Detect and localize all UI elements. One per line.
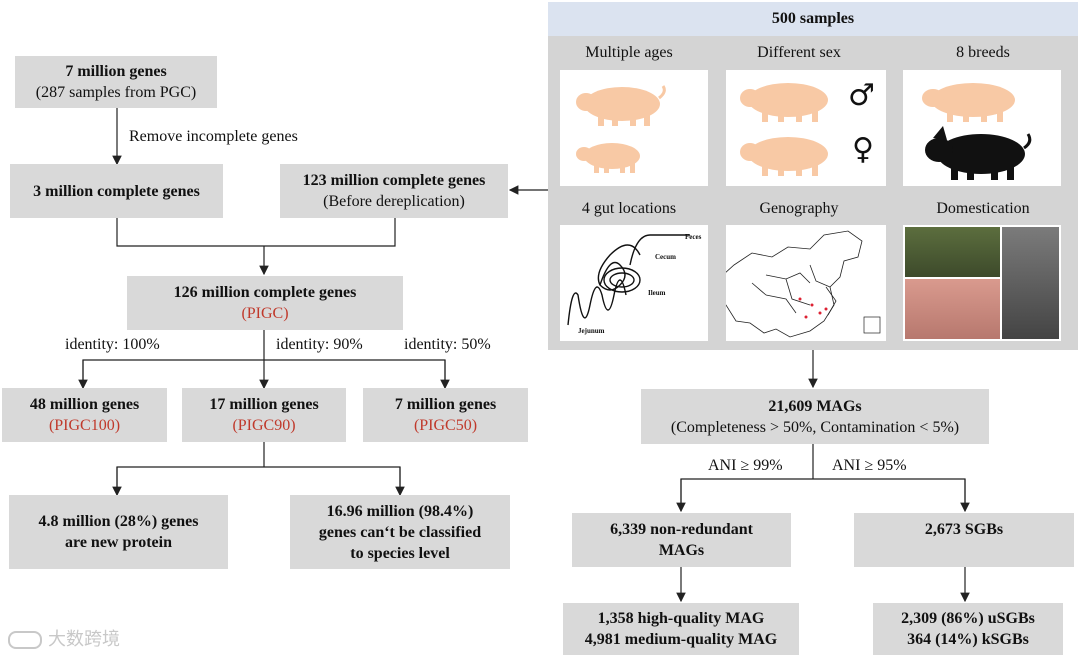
mags-criteria: (Completeness > 50%, Contamination < 5%) xyxy=(670,418,960,436)
photo-piglets-pen xyxy=(1002,227,1059,339)
pigc-title: 126 million complete genes xyxy=(173,284,357,301)
panel-title-breeds: 8 breeds xyxy=(956,44,1010,61)
pigc50-subtitle: (PIGC50) xyxy=(413,417,478,434)
samples-title: 500 samples xyxy=(548,2,1078,36)
mags-title: 21,609 MAGs xyxy=(768,397,862,415)
unclassified-box: 16.96 million (98.4%) genes can‘t be cla… xyxy=(290,495,510,569)
total-genes-subtitle: (287 samples from PGC) xyxy=(35,84,197,101)
pigc100-box: 48 million genes (PIGC100) xyxy=(2,388,167,442)
complete-genes-title: 3 million complete genes xyxy=(33,182,200,200)
before-dereplication-title: 123 million complete genes xyxy=(302,172,486,189)
panel-title-sex: Different sex xyxy=(757,44,841,61)
panel-title-gut: 4 gut locations xyxy=(581,200,677,217)
new-protein-line1: 4.8 million (28%) genes xyxy=(38,513,199,530)
watermark-text: 大数跨境 xyxy=(48,629,120,650)
before-dereplication-box: 123 million complete genes (Before derep… xyxy=(280,164,508,218)
medium-quality-line: 4,981 medium-quality MAG xyxy=(584,631,778,648)
pigc-box: 126 million complete genes (PIGC) xyxy=(127,276,403,330)
ani-95-label: ANI ≥ 95% xyxy=(832,457,907,474)
gut-label-cecum: Cecum xyxy=(655,253,676,261)
pigc100-title: 48 million genes xyxy=(29,396,140,413)
high-quality-line: 1,358 high-quality MAG xyxy=(597,610,765,627)
unclassified-line1: 16.96 million (98.4%) xyxy=(326,502,474,520)
new-protein-box: 4.8 million (28%) genes are new protein xyxy=(9,495,228,569)
sgbs-title: 2,673 SGBs xyxy=(924,521,1004,538)
male-symbol: ♂ xyxy=(848,78,875,113)
new-protein-line2: are new protein xyxy=(65,534,172,551)
gut-label-jejunum: Jejunum xyxy=(578,327,605,335)
total-genes-box: 7 million genes (287 samples from PGC) xyxy=(15,56,217,108)
ani-99-label: ANI ≥ 99% xyxy=(708,457,783,474)
watermark-logo-icon xyxy=(8,631,42,649)
samples-panel: 500 samples Multiple ages Different sex … xyxy=(548,2,1078,350)
gut-label-feces: Feces xyxy=(685,233,702,241)
non-redundant-line1: 6,339 non-redundant xyxy=(610,521,753,538)
panel-title-ages: Multiple ages xyxy=(585,44,673,61)
identity-90-label: identity: 90% xyxy=(276,336,363,353)
unclassified-line3: to species level xyxy=(350,544,450,562)
watermark: 大数跨境 xyxy=(8,625,120,651)
unclassified-line2: genes can‘t be classified xyxy=(318,523,482,541)
panel-title-genography: Genography xyxy=(759,200,839,217)
sex-image: ♂ ♀ xyxy=(726,70,886,186)
breeds-image xyxy=(903,70,1061,186)
non-redundant-mags-box: 6,339 non-redundant MAGs xyxy=(572,513,791,567)
female-symbol: ♀ xyxy=(852,132,874,167)
mags-box: 21,609 MAGs (Completeness > 50%, Contami… xyxy=(641,389,989,444)
photo-wild-pig xyxy=(905,227,1000,277)
photo-nursing-piglets xyxy=(905,279,1000,339)
sgbs-box: 2,673 SGBs xyxy=(854,513,1074,567)
pigc50-box: 7 million genes (PIGC50) xyxy=(363,388,528,442)
non-redundant-line2: MAGs xyxy=(658,542,705,559)
identity-50-label: identity: 50% xyxy=(404,336,491,353)
complete-genes-box: 3 million complete genes xyxy=(10,164,223,218)
ages-image xyxy=(560,70,708,186)
identity-100-label: identity: 100% xyxy=(65,336,160,353)
ksgb-line: 364 (14%) kSGBs xyxy=(907,631,1029,648)
panel-title-domestication: Domestication xyxy=(936,200,1030,217)
pigc100-subtitle: (PIGC100) xyxy=(48,417,121,434)
pigc90-subtitle: (PIGC90) xyxy=(232,417,296,434)
gut-locations-image: Feces Cecum Ileum Jejunum xyxy=(560,225,708,341)
before-dereplication-subtitle: (Before dereplication) xyxy=(323,193,465,210)
usgb-line: 2,309 (86%) uSGBs xyxy=(901,610,1035,627)
pigc90-box: 17 million genes (PIGC90) xyxy=(182,388,346,442)
remove-incomplete-label: Remove incomplete genes xyxy=(129,128,298,145)
total-genes-title: 7 million genes xyxy=(65,63,167,80)
pigc-subtitle: (PIGC) xyxy=(241,305,289,322)
gut-label-ileum: Ileum xyxy=(648,289,666,297)
pigc50-title: 7 million genes xyxy=(394,396,497,413)
usgb-box: 2,309 (86%) uSGBs 364 (14%) kSGBs xyxy=(873,603,1063,655)
mag-quality-box: 1,358 high-quality MAG 4,981 medium-qual… xyxy=(563,603,799,655)
domestication-photos xyxy=(903,225,1061,341)
pigc90-title: 17 million genes xyxy=(209,396,319,413)
china-map-image xyxy=(713,225,886,341)
